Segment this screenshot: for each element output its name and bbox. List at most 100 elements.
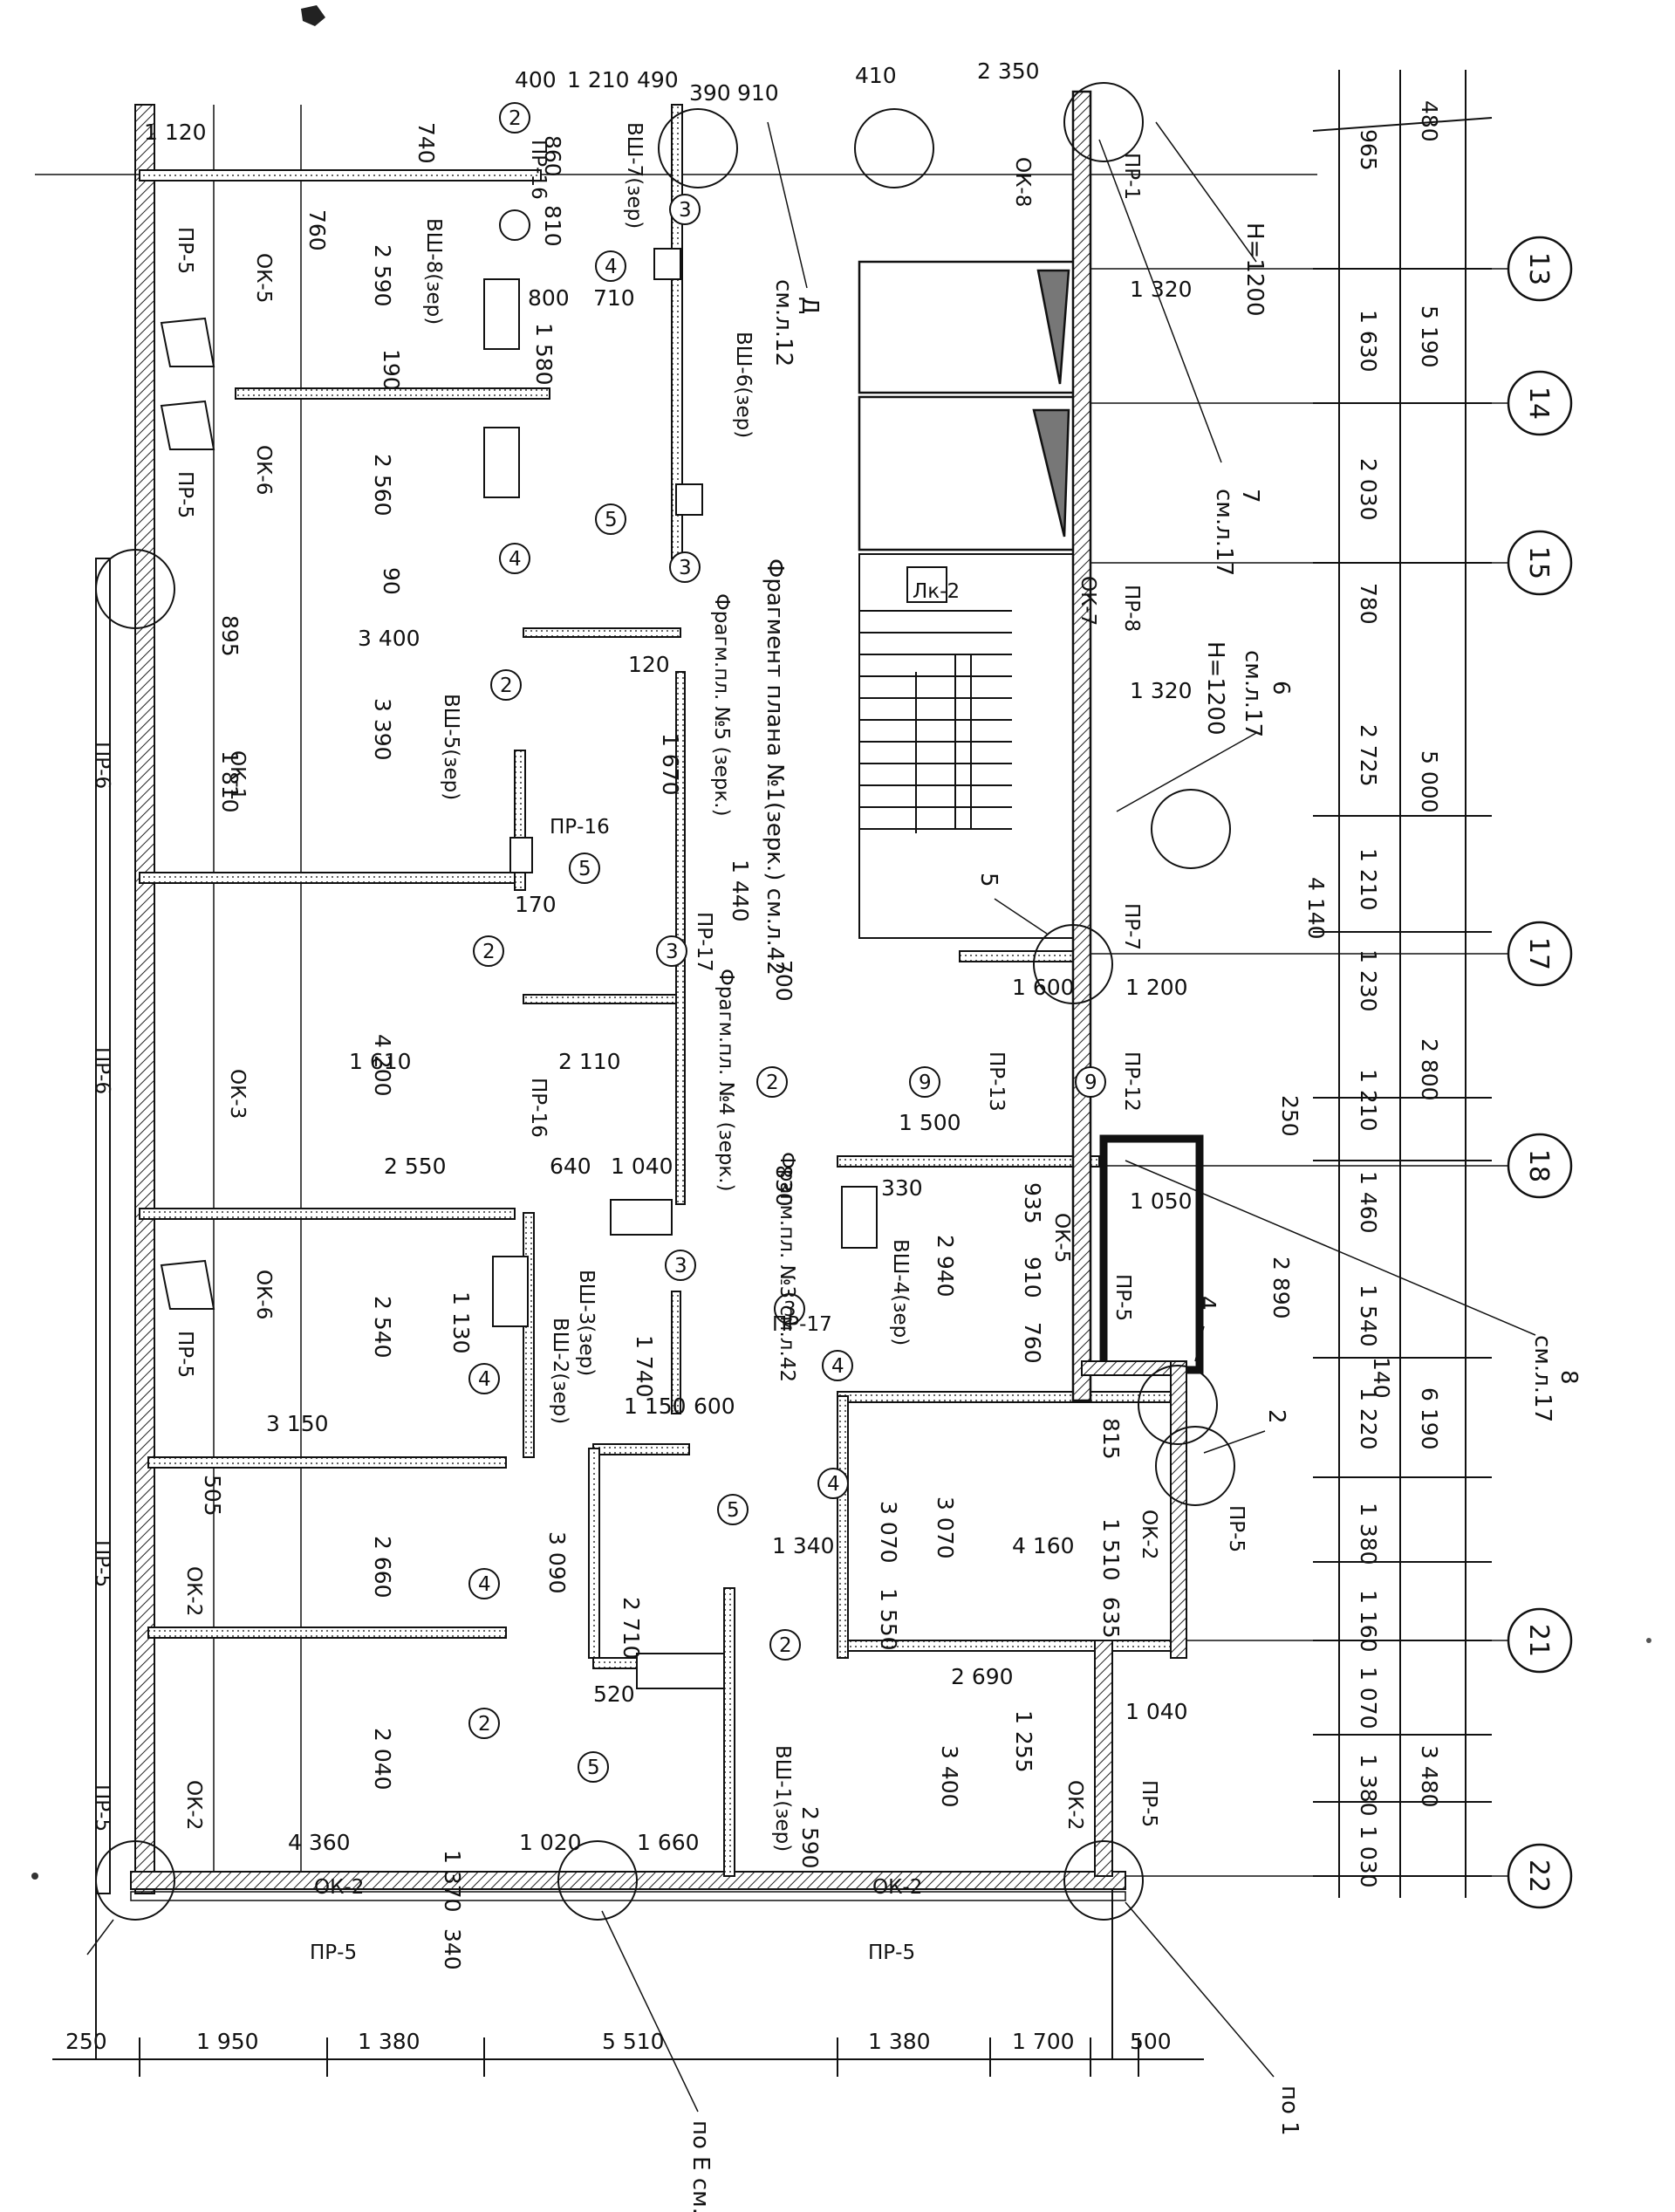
svg-text:ОК-1: ОК-1 <box>226 750 249 800</box>
svg-text:ПР-5: ПР-5 <box>1138 1780 1160 1827</box>
svg-text:ОК-6: ОК-6 <box>252 1270 275 1319</box>
window-symbols <box>160 317 215 1310</box>
svg-text:330: 330 <box>881 1175 923 1201</box>
axis-bubble-15: 15 <box>1507 530 1573 596</box>
svg-text:см.л.17: см.л.17 <box>1211 489 1237 576</box>
svg-text:2: 2 <box>766 1072 779 1094</box>
svg-text:ПР-5: ПР-5 <box>310 1941 357 1964</box>
svg-text:780: 780 <box>1356 583 1381 625</box>
svg-text:5: 5 <box>578 858 591 880</box>
svg-text:965: 965 <box>1356 129 1381 171</box>
svg-text:ПР-12: ПР-12 <box>1120 1051 1143 1112</box>
svg-text:760: 760 <box>1020 1322 1045 1364</box>
svg-text:2: 2 <box>478 1713 491 1736</box>
svg-text:1 210: 1 210 <box>1356 848 1381 911</box>
svg-text:250: 250 <box>65 2029 107 2054</box>
misc-dims: 400 1 210 490 390 910 410 2 350 740 860 … <box>200 58 1394 1970</box>
svg-text:ПР-5: ПР-5 <box>174 1331 196 1378</box>
svg-text:700: 700 <box>771 960 796 1002</box>
svg-text:3 070: 3 070 <box>933 1496 958 1559</box>
axis-bubble-17: 17 <box>1507 921 1573 987</box>
svg-text:3: 3 <box>679 557 692 579</box>
svg-text:1 040: 1 040 <box>1125 1699 1188 1724</box>
svg-text:1 380: 1 380 <box>1356 1503 1381 1565</box>
svg-text:ПР-5: ПР-5 <box>174 227 196 274</box>
svg-text:ВШ-1(зер): ВШ-1(зер) <box>771 1745 794 1852</box>
svg-text:22: 22 <box>1523 1859 1554 1893</box>
svg-text:8: 8 <box>1555 1370 1582 1385</box>
svg-text:635: 635 <box>1098 1597 1124 1639</box>
svg-text:410: 410 <box>855 63 897 88</box>
svg-text:4: 4 <box>827 1473 840 1496</box>
svg-text:830: 830 <box>771 1165 796 1207</box>
axis-bubble-13: 13 <box>1507 236 1573 302</box>
svg-text:ПР-17: ПР-17 <box>772 1313 832 1336</box>
svg-text:ПР-6: ПР-6 <box>91 742 113 789</box>
svg-text:2: 2 <box>500 675 513 697</box>
svg-text:5 190: 5 190 <box>1417 305 1442 368</box>
svg-text:1 200: 1 200 <box>1125 975 1188 1000</box>
svg-text:810: 810 <box>540 205 565 247</box>
svg-text:2 590: 2 590 <box>370 244 395 307</box>
svg-text:4: 4 <box>1193 1296 1220 1311</box>
svg-text:7: 7 <box>1237 489 1263 503</box>
svg-text:1 030: 1 030 <box>1356 1825 1381 1888</box>
svg-text:520: 520 <box>593 1681 635 1707</box>
bottom-dims: 250 1 950 1 380 5 510 1 380 1 700 500 <box>65 2029 1172 2054</box>
svg-text:1 255: 1 255 <box>1011 1710 1036 1773</box>
svg-text:по Е см.л.12: по Е см.л.12 <box>687 2120 714 2212</box>
svg-text:1 580: 1 580 <box>531 323 557 386</box>
svg-text:480: 480 <box>1417 100 1442 142</box>
svg-text:см.л.12: см.л.12 <box>770 279 796 366</box>
svg-text:2 030: 2 030 <box>1356 458 1381 521</box>
svg-text:140: 140 <box>1369 1357 1394 1399</box>
svg-text:1 160: 1 160 <box>1356 1590 1381 1653</box>
svg-text:4 200: 4 200 <box>370 1034 395 1097</box>
svg-text:2 590: 2 590 <box>797 1806 823 1869</box>
svg-text:4: 4 <box>831 1355 844 1378</box>
axis-bubble-22: 22 <box>1507 1843 1573 1909</box>
svg-text:1 600: 1 600 <box>1012 975 1075 1000</box>
svg-text:ВШ-5(зер): ВШ-5(зер) <box>440 694 462 800</box>
svg-text:1 440: 1 440 <box>728 859 753 922</box>
svg-text:Фрагм.пл. №4 (зерк.): Фрагм.пл. №4 (зерк.) <box>714 969 737 1192</box>
svg-text:ПР-5: ПР-5 <box>1225 1505 1248 1552</box>
leader-lines <box>86 121 1536 2113</box>
svg-text:3 400: 3 400 <box>937 1745 962 1808</box>
svg-text:2 940: 2 940 <box>933 1235 958 1298</box>
svg-text:Н=1200: Н=1200 <box>1241 223 1268 317</box>
svg-text:800: 800 <box>528 285 570 311</box>
svg-text:3 150: 3 150 <box>266 1411 329 1436</box>
svg-text:ПР-16: ПР-16 <box>550 816 610 839</box>
svg-text:4: 4 <box>478 1368 491 1391</box>
svg-text:ПР-5: ПР-5 <box>174 471 196 518</box>
svg-text:ВШ-6(зер): ВШ-6(зер) <box>732 332 755 438</box>
scan-marks <box>31 5 1651 1880</box>
svg-text:340: 340 <box>440 1928 465 1970</box>
bottom-dimension-line <box>52 1876 1204 2077</box>
left-chain-dims <box>213 105 302 1876</box>
svg-text:1 510: 1 510 <box>1098 1518 1124 1581</box>
axis-extension-lines <box>1090 268 1509 1877</box>
svg-text:1 630: 1 630 <box>1356 310 1381 373</box>
svg-text:170: 170 <box>515 892 557 917</box>
right-dimension-lines <box>1312 70 1493 1898</box>
svg-text:1 740: 1 740 <box>632 1335 657 1398</box>
svg-text:Фрагм.пл. №3 см.л.42: Фрагм.пл. №3 см.л.42 <box>776 1152 798 1382</box>
svg-text:390: 390 <box>689 80 731 106</box>
svg-text:1 380: 1 380 <box>1356 1754 1381 1817</box>
svg-text:1 380: 1 380 <box>868 2029 931 2054</box>
svg-text:ПР-13: ПР-13 <box>985 1051 1008 1112</box>
svg-text:2: 2 <box>509 107 522 130</box>
svg-text:ПР-1: ПР-1 <box>1120 153 1143 200</box>
svg-text:4: 4 <box>605 256 618 278</box>
circle-marks <box>468 102 1106 1783</box>
svg-text:по 1: по 1 <box>1276 2085 1302 2136</box>
exterior-wall-bottom <box>130 1871 1126 1901</box>
svg-text:ПР-6: ПР-6 <box>91 1047 113 1094</box>
svg-text:1 340: 1 340 <box>772 1533 835 1558</box>
svg-text:5: 5 <box>727 1499 740 1522</box>
svg-text:ВШ-8(зер): ВШ-8(зер) <box>422 218 445 325</box>
svg-text:2 040: 2 040 <box>370 1728 395 1791</box>
svg-text:1 210: 1 210 <box>1356 1069 1381 1132</box>
